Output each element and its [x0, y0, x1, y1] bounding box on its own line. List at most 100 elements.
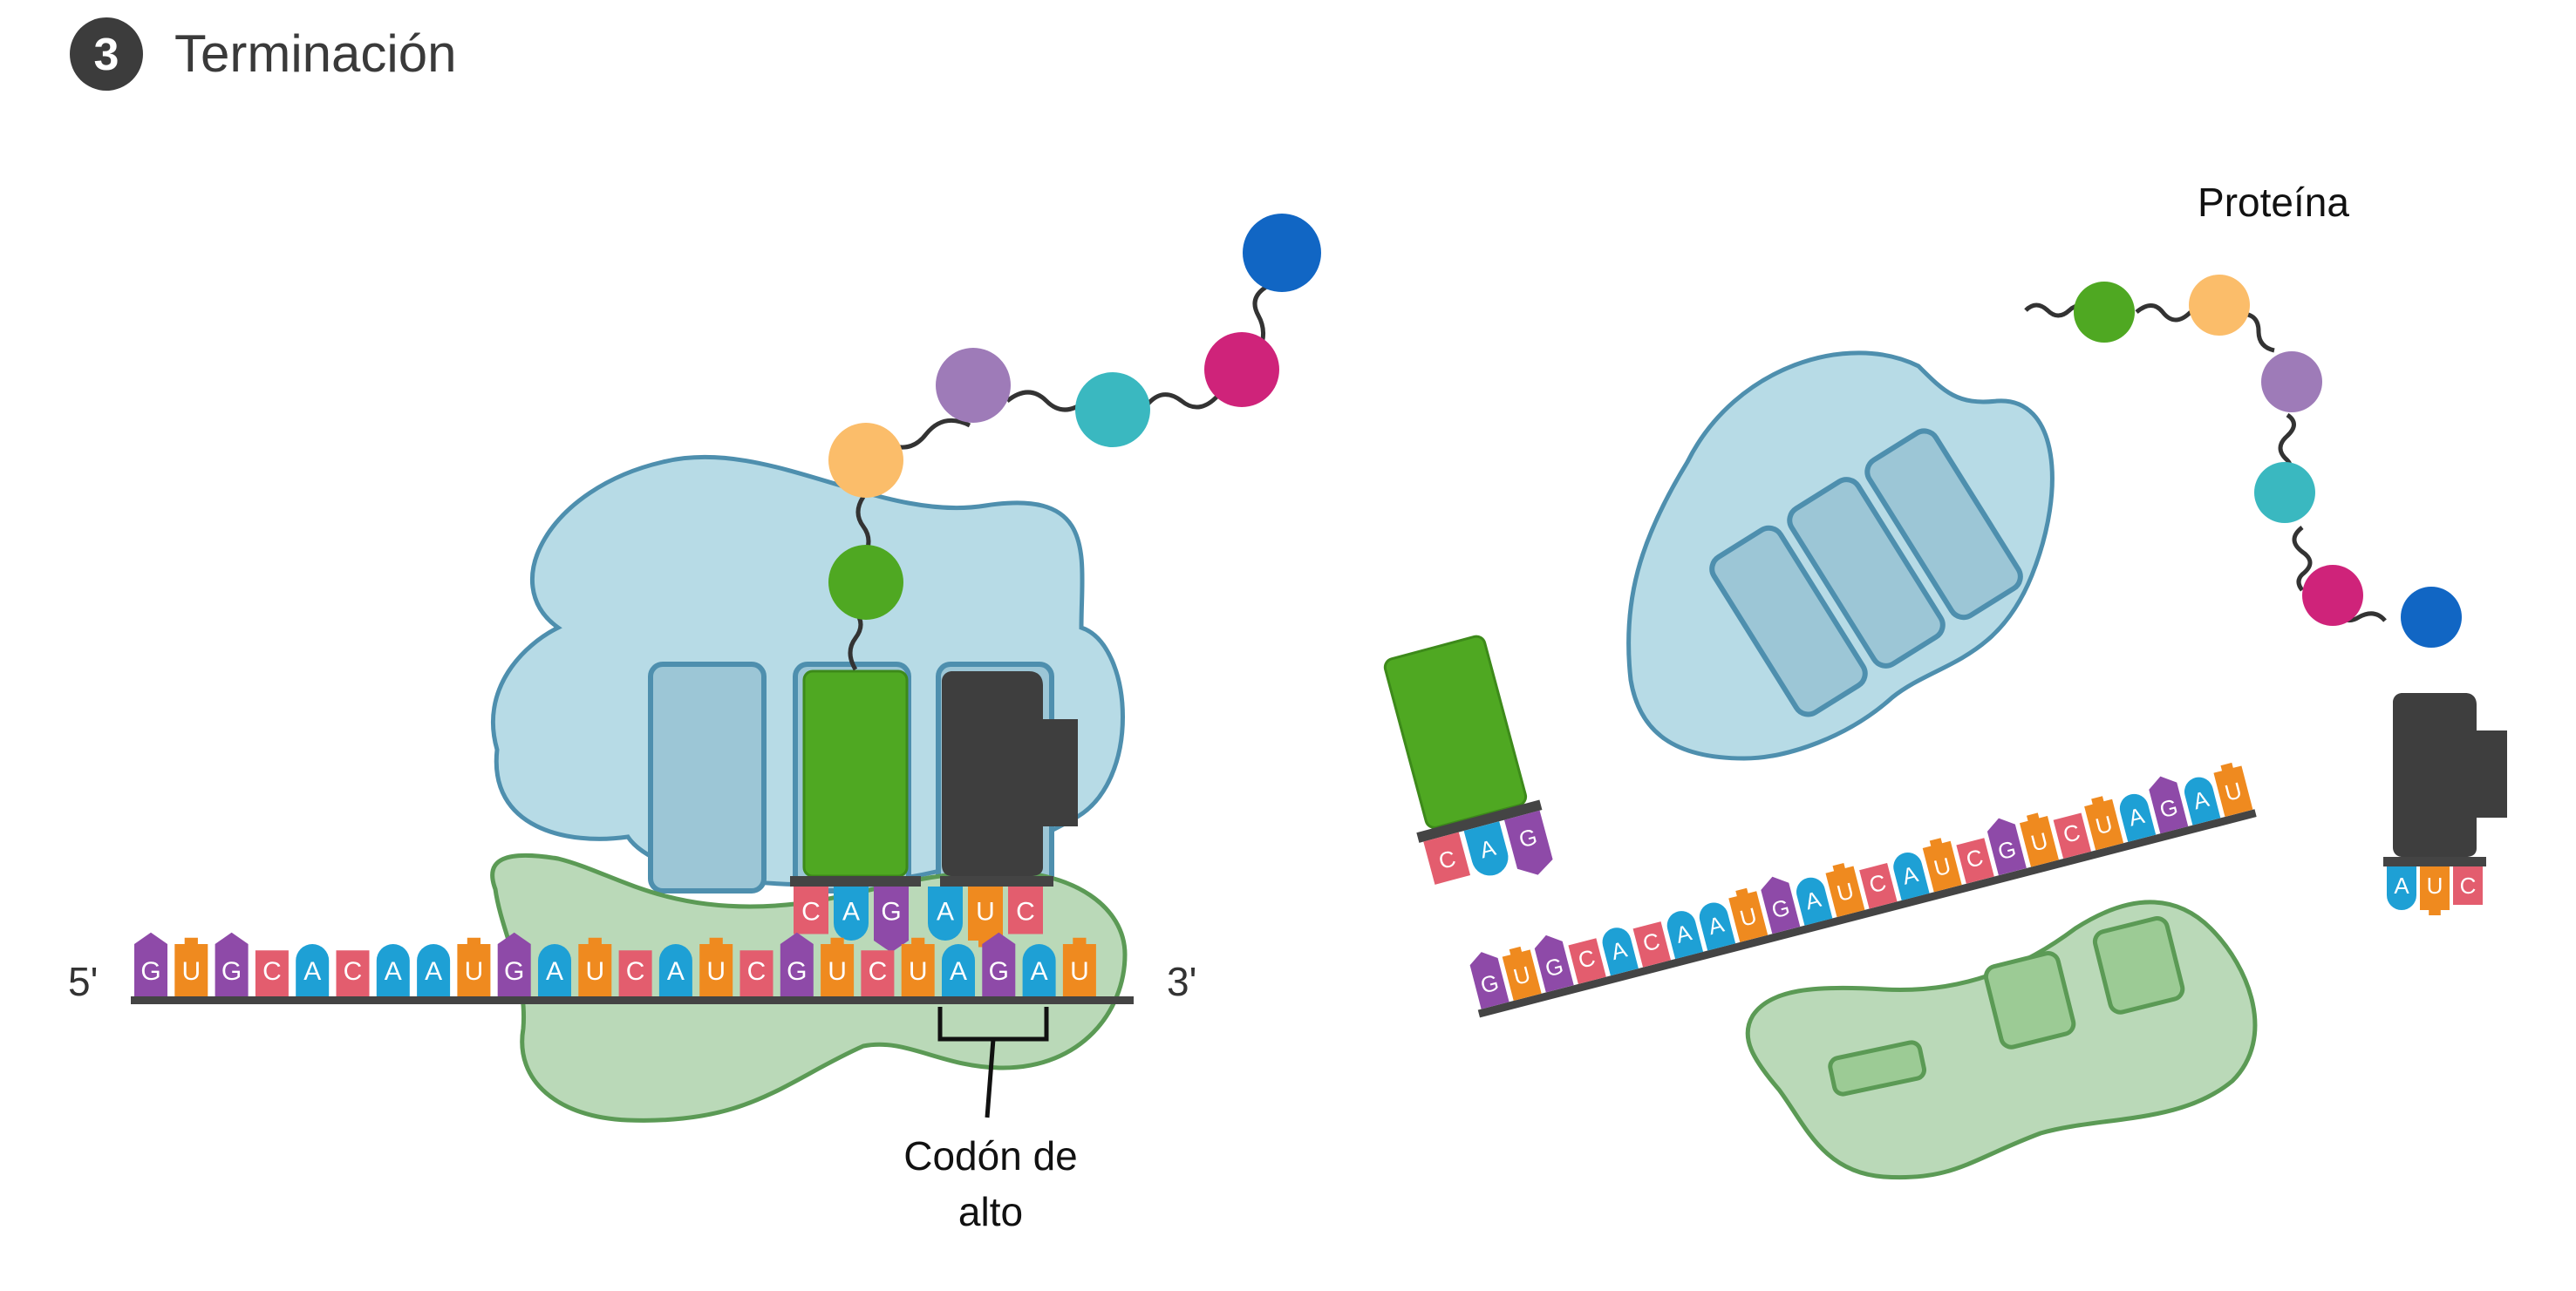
protein-aa-orange [2189, 275, 2250, 336]
mrna-left-base-C-5 [336, 950, 370, 996]
mrna-left-base-letter: U [181, 957, 201, 986]
mrna-left-base-U-11 [578, 937, 612, 996]
mrna-left-base-A-20 [942, 944, 975, 996]
mrna-left-base-letter: A [303, 957, 321, 986]
free-trna-base-G-2 [1503, 810, 1553, 875]
mrna-left-base-letter: G [504, 957, 524, 986]
mrna-right-base-U-14 [1922, 838, 1962, 893]
free-rf-base-letter: U [2427, 873, 2443, 899]
mrna-left-base-A-6 [376, 944, 410, 996]
free-trna-base-C-0 [1423, 832, 1471, 885]
free-trna-green [1383, 635, 1528, 829]
mrna-right-base-A-4 [1602, 927, 1639, 976]
five-prime-label: 5' [68, 959, 98, 1004]
mrna-right-base-U-8 [1728, 887, 1768, 942]
mrna-left-base-U-19 [901, 937, 935, 996]
trna-green-bar [790, 876, 921, 887]
mrna-right-base-G-2 [1534, 934, 1574, 993]
stop-codon-pointer [985, 1038, 996, 1118]
rf-anticodon-base-A-0 [928, 887, 963, 941]
mrna-left-base-letter: C [747, 957, 767, 986]
free-release-factor-bar [2383, 857, 2486, 866]
amino-acid-teal [1075, 372, 1150, 447]
mrna-right-base-U-19 [2084, 796, 2124, 851]
rf-anticodon-base-letter: A [937, 897, 954, 926]
free-trna-green-bar [1416, 799, 1543, 843]
mrna-strand-right [1477, 809, 2257, 1018]
mrna-left-base-letter: C [626, 957, 645, 986]
free-rf-base-C-2 [2453, 866, 2483, 905]
mrna-right-base-A-13 [1893, 852, 1930, 900]
mrna-left-base-letter: G [787, 957, 807, 986]
free-release-factor [2393, 693, 2507, 857]
mrna-left-base-G-16 [780, 932, 814, 996]
rf-anticodon-base-letter: C [1016, 897, 1035, 926]
mrna-left-base-G-2 [215, 932, 249, 996]
mrna-left-base-letter: G [221, 957, 242, 986]
protein-aa-green [2074, 282, 2135, 343]
mrna-right-base-U-23 [2213, 762, 2253, 818]
mrna-left-base-U-23 [1062, 937, 1096, 996]
free-rf-base-A-0 [2387, 866, 2416, 910]
mrna-left-base-letter: U [585, 957, 604, 986]
rf-anticodon-base-C-2 [1008, 887, 1043, 934]
mrna-left-base-letter: A [1031, 957, 1048, 986]
step-header: 3 Terminación [70, 17, 456, 91]
mrna-left-base-letter: U [828, 957, 847, 986]
mrna-left-base-letter: G [989, 957, 1009, 986]
mrna-right-base-G-0 [1469, 952, 1509, 1009]
page-title: Terminación [174, 24, 456, 83]
mrna-right-base-A-7 [1699, 902, 1736, 951]
free-rf-base-letter: A [2394, 873, 2409, 899]
mrna-left-base-letter: C [262, 957, 282, 986]
mrna-left-base-A-7 [417, 944, 451, 996]
mrna-right-base-C-3 [1568, 938, 1606, 984]
mrna-left-base-A-22 [1022, 944, 1056, 996]
mrna-right-base-A-10 [1796, 877, 1833, 926]
ribosome-site-e [648, 662, 767, 894]
three-prime-label: 3' [1167, 959, 1196, 1004]
free-trna-base-A-1 [1463, 821, 1509, 876]
mrna-right-base-U-11 [1825, 862, 1865, 918]
protein-label: Proteína [2198, 180, 2349, 225]
small-subunit-groove-2 [1983, 951, 2076, 1050]
detached-sites [1709, 428, 2023, 717]
amino-acid-orange [828, 423, 903, 498]
protein-aa-magenta [2302, 565, 2363, 626]
mrna-left-base-C-15 [739, 950, 773, 996]
mrna-left-base-G-0 [134, 932, 167, 996]
mrna-right-base-A-20 [2119, 793, 2157, 842]
trna-anticodon-base-C-0 [794, 887, 828, 934]
stop-codon-label-line2: alto [958, 1189, 1023, 1234]
mrna-left-base-letter: G [140, 957, 160, 986]
mrna-left-base-letter: A [950, 957, 967, 986]
free-rf-base-U-1 [2420, 866, 2450, 915]
mrna-left-base-U-17 [821, 937, 855, 996]
mrna-right-base-C-12 [1859, 862, 1898, 909]
small-subunit-groove-1 [1828, 1040, 1927, 1097]
mrna-right-base-G-9 [1761, 876, 1801, 934]
mrna-left-base-letter: A [385, 957, 402, 986]
mrna-left-base-C-3 [255, 950, 289, 996]
step-number: 3 [94, 30, 119, 80]
mrna-right-base-C-15 [1956, 838, 1994, 884]
mrna-right-base-G-16 [1987, 818, 2027, 876]
mrna-left-base-A-13 [658, 944, 692, 996]
trna-anticodon-base-letter: C [801, 897, 821, 926]
amino-acid-blue [1243, 214, 1321, 292]
small-subunit-groove-3 [2092, 916, 2185, 1015]
step-number-badge [70, 17, 143, 91]
mrna-left-base-letter: A [667, 957, 685, 986]
protein-aa-teal [2254, 462, 2315, 523]
mrna-left-base-A-4 [296, 944, 330, 996]
mrna-left-base-letter: A [546, 957, 563, 986]
amino-acid-magenta [1204, 332, 1279, 407]
release-factor-bar [940, 876, 1053, 887]
mrna-right-base-C-5 [1632, 921, 1671, 968]
trna-green [802, 669, 909, 878]
